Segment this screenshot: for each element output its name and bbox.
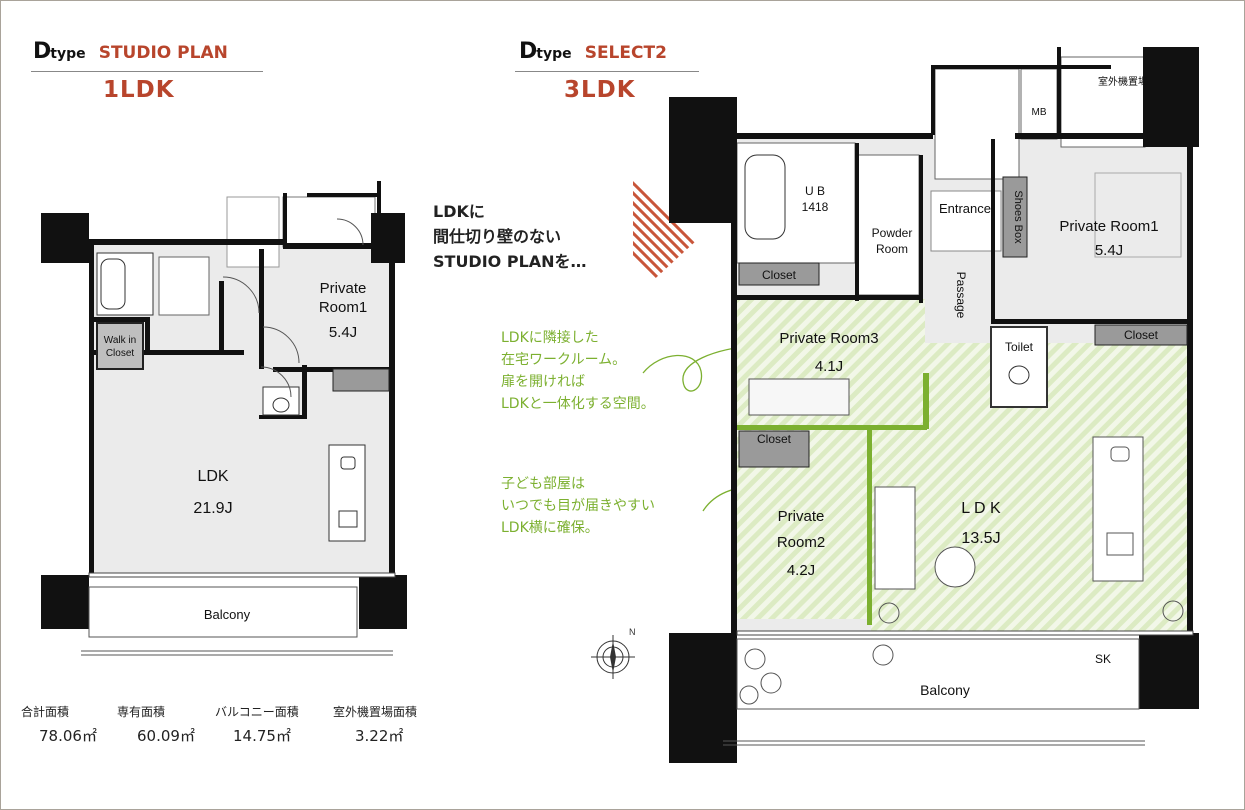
toilet-label: Toilet — [1005, 340, 1034, 354]
plant-icon — [744, 648, 766, 670]
area-stats: 合計面積 78.06㎡ 専有面積 60.09㎡ バルコニー面積 14.75㎡ 室… — [21, 703, 451, 753]
right-layout-label: 3LDK — [564, 77, 636, 103]
right-type-letter: D — [519, 39, 537, 64]
left-type-word: type — [50, 46, 86, 62]
shoes-box-label: Shoes Box — [1012, 190, 1024, 244]
stat-private-label: 専有面積 — [117, 705, 166, 719]
stat-total-value: 78.06㎡ — [39, 727, 97, 745]
stat-total-label: 合計面積 — [21, 705, 70, 719]
ldk-label: L D K — [961, 500, 1001, 517]
private-room1-label: Private Room1 — [1059, 218, 1158, 235]
table — [934, 546, 976, 588]
sk-label: SK — [1095, 652, 1111, 666]
right-plan-name: SELECT2 — [584, 43, 667, 63]
private-room3-label: Private Room3 — [779, 330, 878, 347]
left-private-room1-size: 5.4J — [329, 324, 357, 341]
sofa — [874, 486, 916, 590]
stat-balcony-value: 14.75㎡ — [233, 727, 291, 745]
svg-text:N: N — [629, 627, 636, 637]
ldk-size: 13.5J — [961, 530, 1000, 547]
closet-a-label: Closet — [762, 268, 797, 282]
compass-icon: N — [591, 627, 636, 679]
closet-b-label: Closet — [1124, 328, 1159, 342]
right-walls — [669, 47, 1199, 763]
left-ldk-size: 21.9J — [193, 500, 232, 517]
plant-icon — [760, 672, 782, 694]
plant-icon — [739, 685, 759, 705]
right-type-heading: Dtype SELECT2 — [519, 39, 667, 64]
stat-private-value: 60.09㎡ — [137, 727, 195, 745]
kitchen-island — [1092, 436, 1144, 582]
outdoor-unit-label: 室外機置場 — [1098, 75, 1148, 88]
plant-icon — [878, 602, 900, 624]
mb-label: MB — [1032, 107, 1047, 118]
left-walls — [41, 181, 407, 629]
sliding-partitions — [737, 373, 929, 625]
left-type-letter: D — [33, 39, 51, 64]
work-room-note: LDKに隣接した 在宅ワークルーム。 扉を開ければ LDKと一体化する空間。 — [501, 330, 655, 412]
entrance-label: Entrance — [939, 201, 991, 216]
left-ldk-label: LDK — [197, 468, 228, 485]
left-balcony-label: Balcony — [204, 607, 251, 622]
closet-c-label: Closet — [757, 432, 792, 446]
plant-icon — [1162, 600, 1184, 622]
plant-icon — [872, 644, 894, 666]
right-type-word: type — [536, 46, 572, 62]
left-layout-label: 1LDK — [103, 77, 175, 103]
private-room2-size: 4.2J — [787, 562, 815, 579]
private-room3-size: 4.1J — [815, 358, 843, 375]
stat-balcony-label: バルコニー面積 — [215, 705, 299, 719]
right-header-rule — [515, 71, 699, 72]
left-plan-name: STUDIO PLAN — [98, 43, 228, 63]
left-header-rule — [31, 71, 263, 72]
studio-plan-callout: LDKに 間仕切り壁のない STUDIO PLANを… — [433, 202, 587, 271]
left-type-heading: Dtype STUDIO PLAN — [33, 39, 228, 64]
stat-outdoor-value: 3.22㎡ — [355, 727, 404, 745]
kids-room-note: 子ども部屋は いつでも目が届きやすい LDK横に確保。 — [501, 476, 655, 536]
passage-label: Passage — [954, 272, 968, 319]
stat-outdoor-label: 室外機置場面積 — [333, 705, 418, 719]
balcony-label: Balcony — [920, 682, 970, 698]
private-room1-size: 5.4J — [1095, 242, 1123, 259]
